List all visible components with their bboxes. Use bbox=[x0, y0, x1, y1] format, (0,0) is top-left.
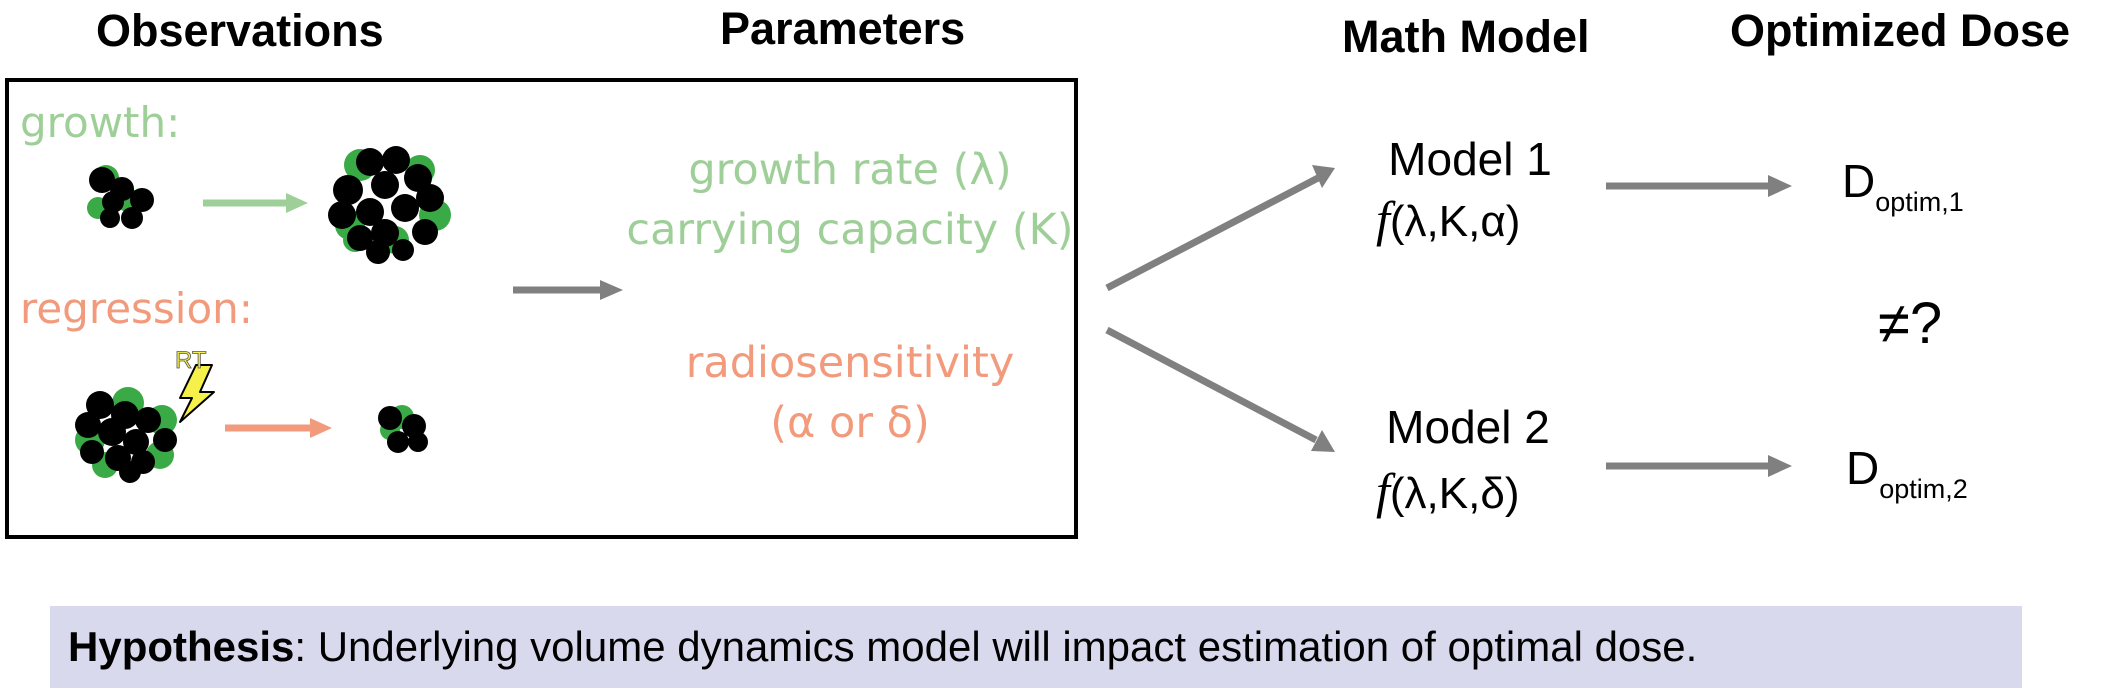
arrow-to-model-1 bbox=[1105, 165, 1335, 292]
large-tumor-cluster-growth bbox=[328, 146, 451, 264]
model-2-title: Model 2 bbox=[1386, 401, 1550, 453]
dose-1: Doptim,1 bbox=[1842, 158, 1964, 216]
radiosensitivity-parameters: radiosensitivity (α or δ) bbox=[620, 333, 1080, 453]
radiosensitivity-text: radiosensitivity bbox=[685, 338, 1015, 388]
growth-rate-text: growth rate (λ) bbox=[688, 145, 1012, 195]
model-2-args: (λ,K,δ) bbox=[1389, 469, 1520, 518]
dose-1-subscript: optim,1 bbox=[1875, 187, 1964, 217]
header-parameters: Parameters bbox=[720, 3, 966, 54]
model-1-function: f(λ,K,α) bbox=[1376, 194, 1520, 244]
growth-parameters: growth rate (λ) carrying capacity (K) bbox=[620, 140, 1080, 260]
radiosensitivity-symbols-text: (α or δ) bbox=[770, 398, 930, 449]
growth-label: growth: bbox=[20, 98, 181, 147]
hypothesis-bar: Hypothesis: Underlying volume dynamics m… bbox=[50, 606, 2022, 688]
regression-arrow bbox=[225, 418, 332, 438]
carrying-capacity-text: carrying capacity (K) bbox=[626, 205, 1074, 256]
dose-2-subscript: optim,2 bbox=[1879, 474, 1968, 504]
model-1-f-symbol: f bbox=[1376, 191, 1390, 247]
model-2-function: f(λ,K,δ) bbox=[1376, 466, 1520, 516]
small-tumor-cluster-regression bbox=[378, 405, 428, 453]
header-optimized-dose: Optimized Dose bbox=[1730, 5, 2071, 56]
large-tumor-cluster-regression bbox=[75, 387, 177, 483]
hypothesis-label: Hypothesis bbox=[68, 623, 295, 670]
dose-2-symbol: D bbox=[1846, 442, 1880, 494]
not-equal-question: ≠? bbox=[1878, 291, 1943, 356]
model-1-args: (λ,K,α) bbox=[1389, 197, 1521, 246]
growth-arrow bbox=[203, 193, 308, 213]
rt-label: RT bbox=[175, 347, 207, 374]
model-2-f-symbol: f bbox=[1376, 463, 1390, 519]
radiation-lightning-icon: RT bbox=[175, 347, 215, 423]
arrow-model-1-to-dose-1 bbox=[1606, 175, 1792, 197]
dose-1-symbol: D bbox=[1842, 155, 1876, 207]
model-1-title: Model 1 bbox=[1388, 133, 1552, 185]
dose-2: Doptim,2 bbox=[1846, 445, 1968, 503]
hypothesis-text: : Underlying volume dynamics model will … bbox=[294, 623, 1698, 670]
arrow-model-2-to-dose-2 bbox=[1606, 455, 1792, 477]
header-math-model: Math Model bbox=[1342, 11, 1590, 62]
arrow-to-model-2 bbox=[1105, 326, 1335, 452]
observations-to-parameters-arrow bbox=[513, 280, 623, 300]
observations-parameters-box bbox=[5, 78, 1078, 539]
regression-label: regression: bbox=[20, 284, 253, 333]
header-observations: Observations bbox=[96, 5, 384, 56]
small-tumor-cluster-growth bbox=[87, 165, 154, 229]
